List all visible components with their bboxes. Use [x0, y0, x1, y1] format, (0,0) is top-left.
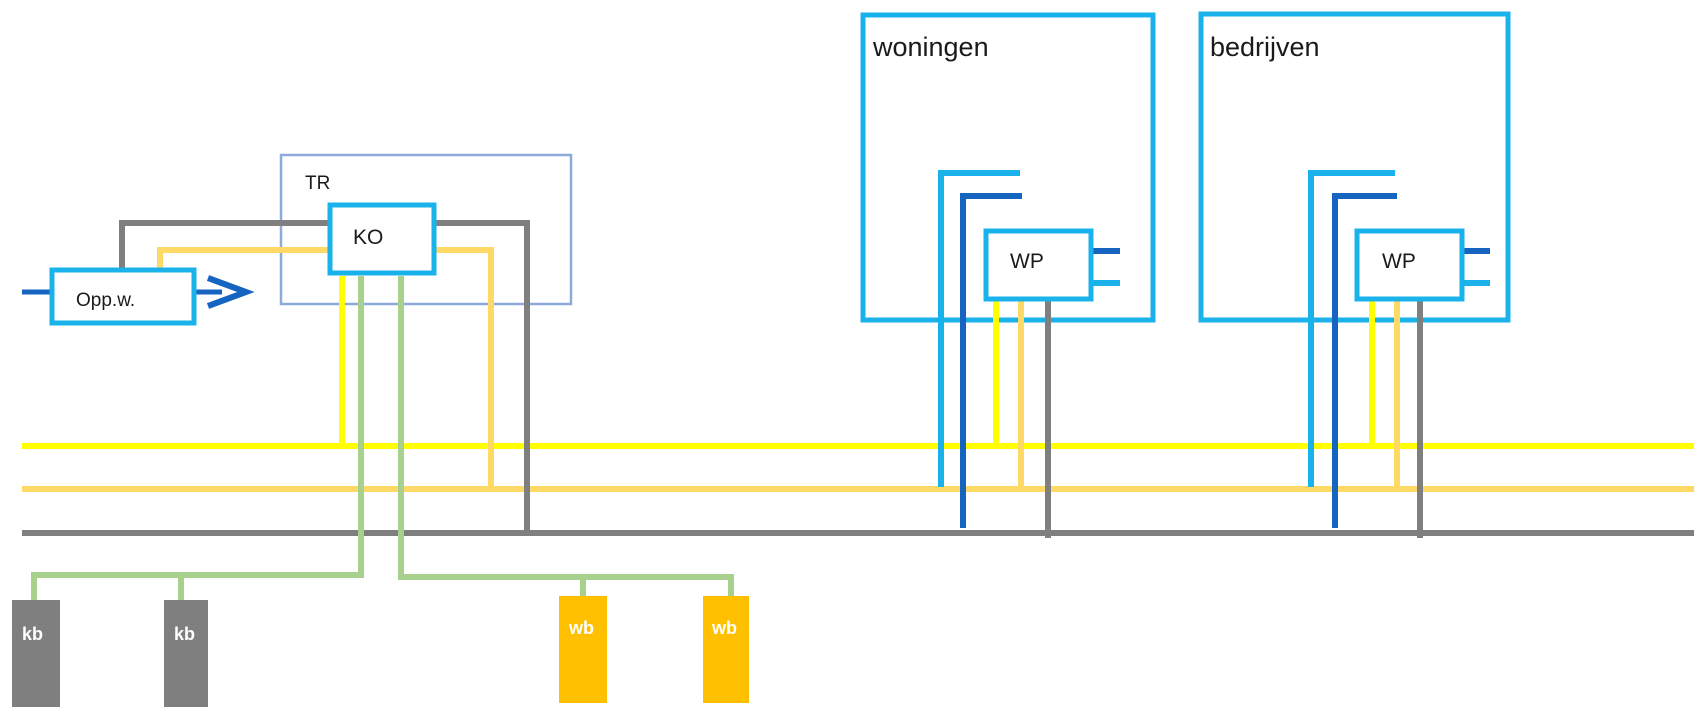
outflow-arrow-icon: [206, 275, 255, 309]
ko-box: [327, 202, 437, 276]
green-pipe-wb: [398, 276, 734, 598]
wb-block: [703, 596, 749, 703]
woningen-light-blue-pipe: [938, 170, 1020, 487]
opp-w-box: [49, 267, 197, 326]
woningen-label: woningen: [872, 32, 989, 62]
woningen-dark-blue-pipe: [960, 193, 1022, 528]
woningen-wp-box: [983, 228, 1094, 302]
kb-label: kb: [22, 624, 43, 644]
kb-block: [164, 600, 208, 707]
bedrijven-wp-box: [1354, 228, 1465, 302]
bedrijven-label: bedrijven: [1210, 32, 1320, 62]
wb-block: [559, 596, 607, 703]
tr-label: TR: [305, 173, 330, 194]
orange-loop-pipe: [157, 247, 494, 489]
ko-label: KO: [353, 226, 383, 249]
kb-block: [12, 600, 60, 707]
opp-w-label: Opp.w.: [76, 290, 135, 311]
green-pipe-kb: [31, 276, 364, 602]
bedrijven-wp-label: WP: [1382, 250, 1416, 273]
bedrijven-dark-blue-pipe: [1332, 193, 1397, 528]
bedrijven-box: [1198, 11, 1511, 323]
tr-box: [279, 153, 573, 306]
woningen-wp-label: WP: [1010, 250, 1044, 273]
wb-label: wb: [568, 618, 594, 638]
woningen-box: [860, 12, 1156, 323]
grey-loop-pipe: [119, 220, 530, 533]
wb-label: wb: [711, 618, 737, 638]
kb-label: kb: [174, 624, 195, 644]
bedrijven-light-blue-pipe: [1308, 170, 1395, 487]
